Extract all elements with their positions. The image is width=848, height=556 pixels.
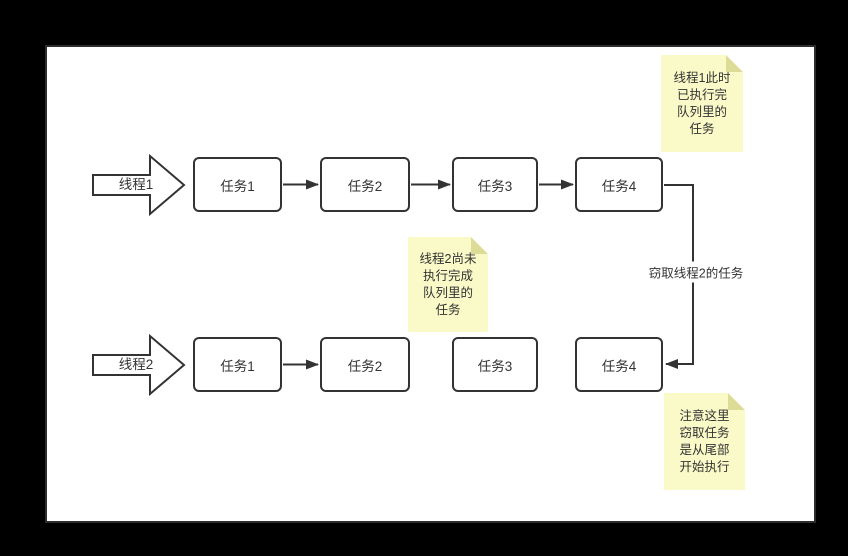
sticky-note-text: 线程2尚未 执行完成 队列里的 任务 [419,251,477,317]
task-box-r2-3: 任务3 [452,337,538,392]
task-box-r1-4: 任务4 [575,157,663,212]
sticky-note-text: 注意这里 窃取任务 是从尾部 开始执行 [679,408,730,474]
sticky-note-thread1-done: 线程1此时 已执行完 队列里的 任务 [661,55,743,152]
thread1-label: 线程1 [118,177,154,192]
task-box-r2-4: 任务4 [575,337,663,392]
task-box-r2-1: 任务1 [193,337,282,392]
task-box-r2-2: 任务2 [320,337,410,392]
task-box-r1-2: 任务2 [320,157,410,212]
sticky-note-steal-from-tail: 注意这里 窃取任务 是从尾部 开始执行 [664,393,745,490]
thread2-label: 线程2 [118,357,154,372]
sticky-note-thread2-pending: 线程2尚未 执行完成 队列里的 任务 [408,237,488,332]
steal-connector-label: 窃取线程2的任务 [645,261,747,283]
task-box-r1-1: 任务1 [193,157,282,212]
sticky-note-text: 线程1此时 已执行完 队列里的 任务 [673,70,731,136]
task-box-r1-3: 任务3 [452,157,538,212]
